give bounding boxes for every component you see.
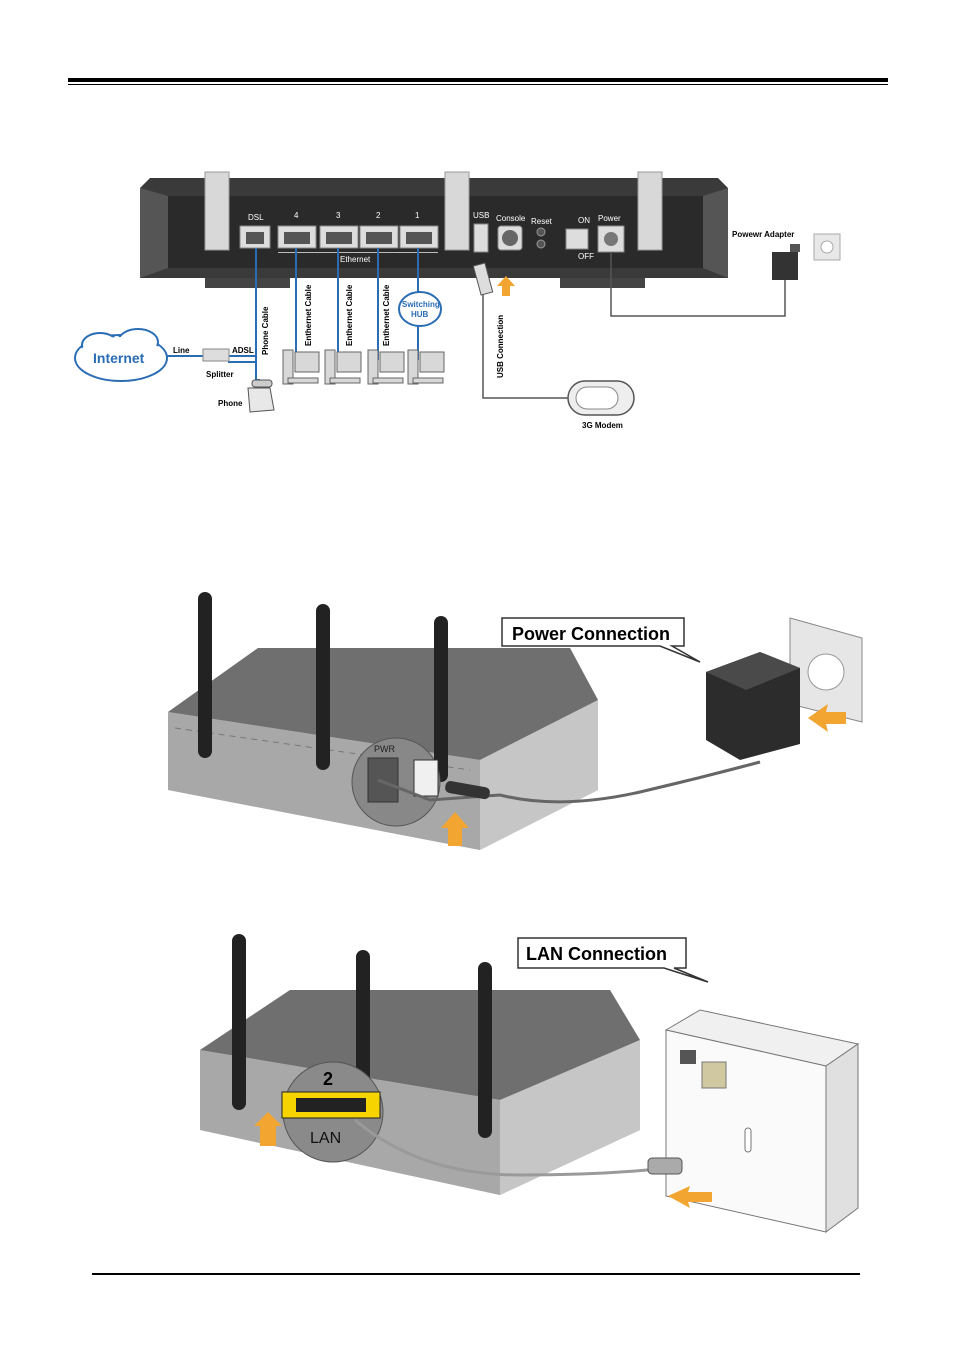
lan-port-number: 2: [323, 1069, 333, 1089]
router-body: [200, 990, 640, 1195]
lan-port-label: LAN: [310, 1130, 341, 1147]
lan-plug: [648, 1158, 682, 1174]
lan-callout-title: LAN Connection: [526, 944, 667, 964]
footer-rule: [92, 1273, 860, 1275]
